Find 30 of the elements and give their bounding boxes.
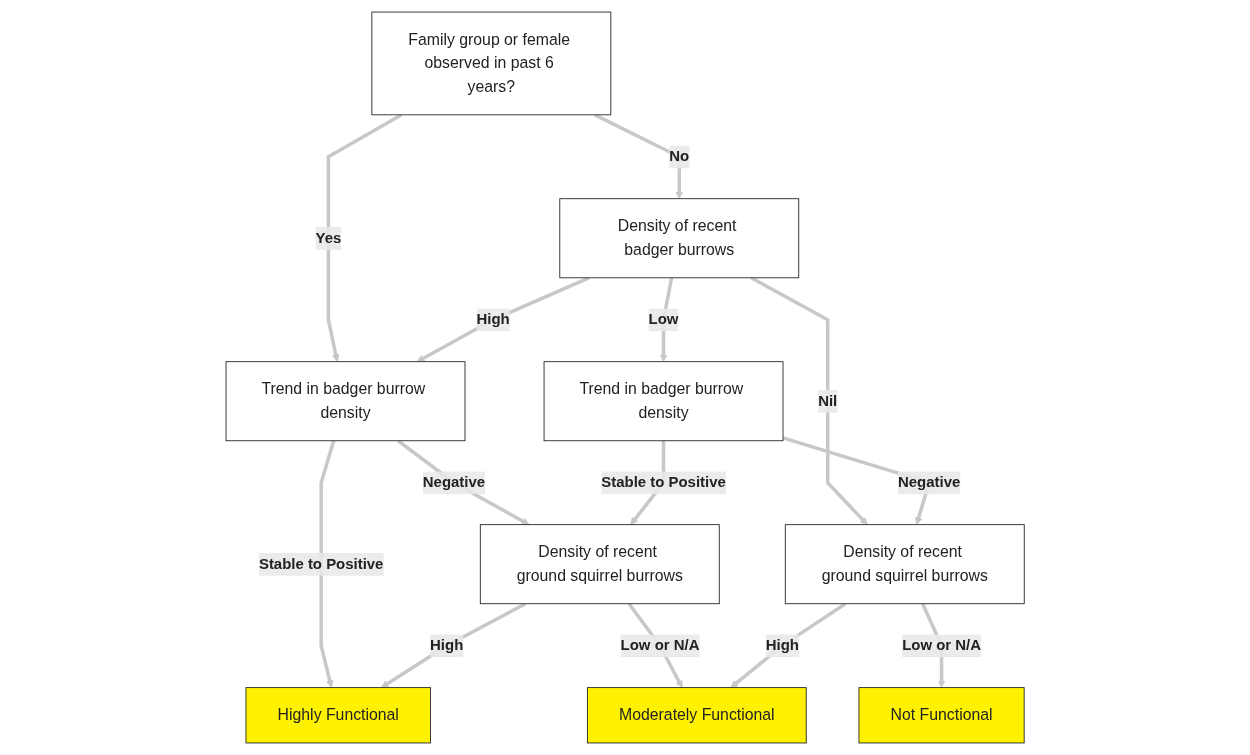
- arrow: [319, 440, 336, 688]
- node-box: Family group or female observed in past 6 years?: [371, 11, 612, 116]
- edge-label: High: [476, 311, 510, 328]
- node-box: Not Functional: [858, 687, 1025, 744]
- edge-label: High: [765, 637, 799, 654]
- arrow: [593, 113, 683, 200]
- edge-label: Stable to Positive: [258, 555, 384, 573]
- arrow: [730, 602, 847, 688]
- arrow: [380, 602, 527, 688]
- edge-label: No: [669, 148, 690, 165]
- node-box: Density of recent badger burrows: [559, 198, 800, 279]
- edge-label: Stable to Positive: [601, 474, 726, 491]
- edge-label: Low: [648, 311, 679, 328]
- node-box: Trend in badger burrow density: [225, 361, 466, 442]
- arrow: [750, 276, 868, 525]
- edge-label: Low or N/A: [620, 637, 700, 654]
- arrow: [326, 113, 403, 363]
- node-box: Density of recent ground squirrel burrows: [479, 524, 720, 605]
- node-box: Density of recent ground squirrel burrows: [784, 524, 1025, 605]
- edge-label: Negative: [422, 474, 485, 491]
- node-box: Highly Functional: [245, 687, 431, 744]
- arrow: [416, 276, 590, 363]
- edge-label: Nil: [818, 392, 838, 410]
- edge-label: Yes: [315, 229, 342, 247]
- node-box: Moderately Functional: [586, 687, 807, 744]
- node-box: Trend in badger burrow density: [543, 361, 784, 442]
- edge-label: Negative: [897, 474, 961, 491]
- edge-label: High: [429, 637, 464, 654]
- edge-label: Low or N/A: [902, 637, 981, 654]
- arrow: [396, 439, 530, 525]
